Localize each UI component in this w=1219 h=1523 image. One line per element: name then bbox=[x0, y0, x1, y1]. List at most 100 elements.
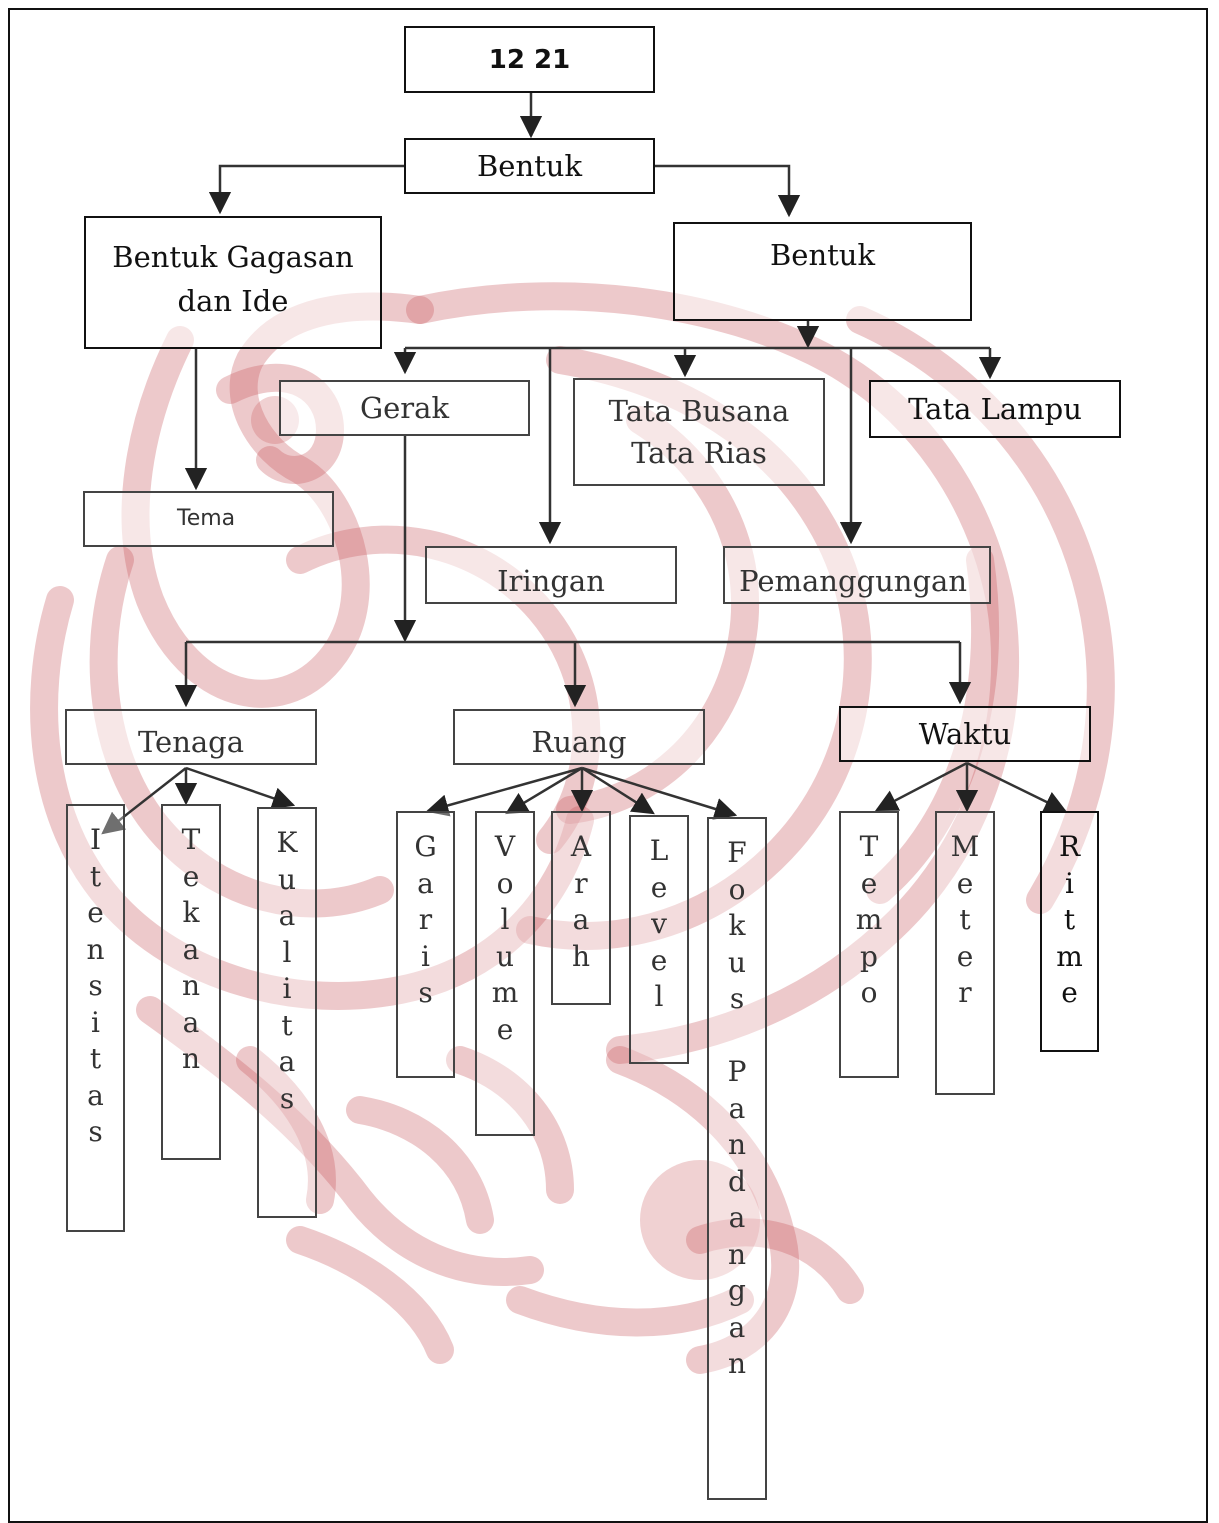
leaf-letter: i bbox=[421, 939, 430, 973]
leaf-letter: a bbox=[182, 1005, 200, 1039]
leaf-letter: n bbox=[727, 1128, 747, 1161]
node-gerak: Gerak bbox=[279, 380, 530, 436]
leaf-letter: h bbox=[571, 939, 591, 973]
leaf-letter: o bbox=[496, 866, 514, 900]
leaf-letter: a bbox=[87, 1078, 104, 1112]
leaf-letter: L bbox=[649, 834, 669, 867]
leaf-letter: a bbox=[182, 932, 200, 966]
leaf-letter bbox=[709, 1018, 765, 1055]
leaf-letter: P bbox=[727, 1055, 747, 1088]
leaf-letter: e bbox=[650, 870, 668, 904]
leaf-letter: r bbox=[418, 903, 433, 936]
node-bentuk-gagasan: Bentuk Gagasan dan Ide bbox=[84, 216, 382, 349]
leaf-letter: d bbox=[728, 1164, 746, 1198]
leaf-letter: a bbox=[728, 1310, 746, 1344]
leaf-letter: n bbox=[181, 969, 201, 1002]
leaf-letter: e bbox=[860, 866, 878, 900]
leaf-letter: e bbox=[182, 859, 200, 893]
leaf-letter: r bbox=[958, 976, 972, 1009]
leaf-letter: F bbox=[727, 836, 747, 869]
node-pemanggungan: Pemanggungan bbox=[723, 546, 991, 604]
leaf-letter: a bbox=[728, 1091, 746, 1125]
leaf-letter: i bbox=[282, 972, 292, 1005]
leaf-letter: e bbox=[1061, 976, 1078, 1009]
leaf-letter: t bbox=[281, 1008, 293, 1042]
leaf-letter: n bbox=[181, 1042, 201, 1075]
leaf-letter: i bbox=[1065, 866, 1074, 900]
leaf-letter: o bbox=[860, 976, 878, 1009]
leaf-letter: k bbox=[728, 909, 746, 942]
leaf-letter: n bbox=[727, 1347, 747, 1380]
leaf-letter: t bbox=[89, 859, 102, 893]
node-tata-lampu: Tata Lampu bbox=[869, 380, 1121, 438]
leaf-letter: g bbox=[728, 1274, 746, 1307]
node-bentuk-gagasan-line-2: dan Ide bbox=[177, 284, 289, 318]
node-tata-busana-line-1: Tata Busana bbox=[608, 394, 790, 428]
leaf-letter: u bbox=[277, 862, 297, 896]
leaf-letter: s bbox=[729, 982, 745, 1015]
leaf-letter: u bbox=[727, 945, 747, 979]
node-bentuk-2: Bentuk bbox=[673, 222, 972, 321]
node-iringan: Iringan bbox=[425, 546, 677, 604]
leaf-letter: G bbox=[414, 830, 437, 863]
leaf-letter: e bbox=[956, 939, 974, 973]
leaf-letter: m bbox=[855, 903, 883, 936]
leaf-letter: T bbox=[859, 830, 879, 863]
leaf-letter: l bbox=[500, 903, 510, 936]
leaf-letter: o bbox=[728, 872, 746, 906]
leaf-letter: e bbox=[496, 1012, 514, 1046]
leaf-letter: I bbox=[89, 823, 102, 856]
connectors bbox=[101, 93, 1068, 835]
leaf-letter: s bbox=[418, 976, 433, 1009]
leaf-letter: a bbox=[278, 1045, 296, 1078]
leaf-letter: r bbox=[574, 866, 588, 900]
leaf-letter: t bbox=[1063, 903, 1076, 936]
leaf-letter: T bbox=[181, 823, 201, 856]
leaf-letter: p bbox=[860, 939, 878, 973]
leaf-letter: s bbox=[279, 1081, 295, 1115]
leaf-letter: m bbox=[491, 976, 519, 1009]
leaf-letter: e bbox=[650, 943, 668, 977]
leaf-letter: e bbox=[87, 896, 104, 929]
leaf-letter: M bbox=[950, 830, 980, 863]
leaf-letter: a bbox=[417, 866, 434, 900]
leaf-letter: a bbox=[728, 1201, 746, 1234]
leaf-letter: u bbox=[495, 939, 515, 973]
leaf-letter: s bbox=[88, 969, 103, 1002]
leaf-letter: m bbox=[1056, 939, 1083, 973]
node-tata-busana-line-2: Tata Rias bbox=[631, 436, 767, 470]
leaf-letter: n bbox=[86, 932, 105, 966]
node-tata-busana: Tata Busana Tata Rias bbox=[573, 378, 825, 486]
leaf-letter: n bbox=[727, 1237, 747, 1271]
leaf-letter: V bbox=[494, 830, 516, 863]
leaf-letter: A bbox=[570, 830, 592, 863]
leaf-letter: k bbox=[182, 896, 200, 929]
leaf-letter: a bbox=[572, 903, 590, 936]
node-root: 12 21 bbox=[404, 26, 655, 93]
node-ruang: Ruang bbox=[453, 709, 705, 765]
node-waktu: Waktu bbox=[839, 706, 1091, 762]
node-tema: Tema bbox=[83, 491, 334, 547]
node-tenaga: Tenaga bbox=[65, 709, 317, 765]
leaf-letter: i bbox=[91, 1005, 100, 1039]
leaf-letter: R bbox=[1058, 830, 1081, 863]
leaf-letter: t bbox=[959, 903, 971, 936]
leaf-letter: l bbox=[654, 980, 664, 1013]
leaf-letter: a bbox=[278, 899, 296, 932]
node-bentuk-gagasan-line-1: Bentuk Gagasan bbox=[112, 240, 354, 274]
leaf-letter: e bbox=[956, 866, 974, 900]
node-bentuk: Bentuk bbox=[404, 138, 655, 194]
leaf-letter: t bbox=[89, 1042, 102, 1075]
leaf-letter: K bbox=[276, 826, 298, 859]
